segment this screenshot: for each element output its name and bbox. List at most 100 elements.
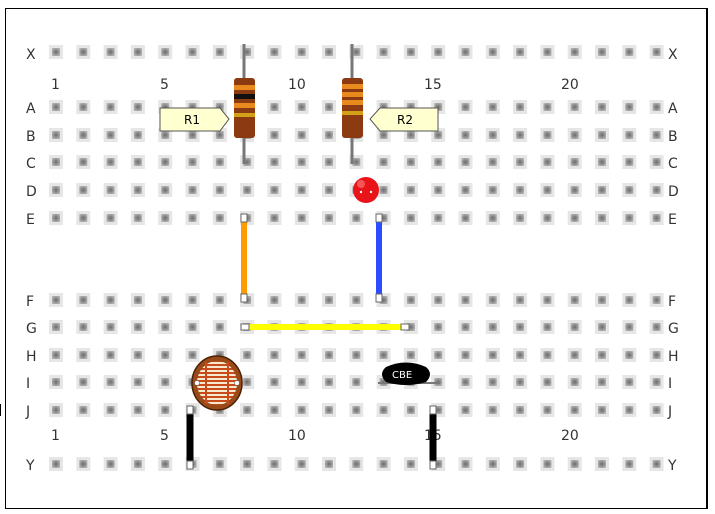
- breadboard-hole-socket: [598, 406, 606, 414]
- column-numbers-top: 1 5 10 15 20: [51, 77, 579, 93]
- breadboard-hole-socket: [297, 214, 306, 222]
- breadboard-hole-socket: [188, 186, 197, 194]
- breadboard-hole-socket: [133, 186, 142, 194]
- breadboard-hole-socket: [215, 214, 224, 222]
- transistor-cbe[interactable]: CBE: [378, 362, 440, 386]
- breadboard-hole-socket: [379, 406, 388, 414]
- breadboard-hole-socket: [297, 131, 306, 139]
- breadboard-hole-socket: [161, 351, 170, 359]
- breadboard-hole-socket: [516, 378, 525, 386]
- breadboard-hole-socket: [652, 186, 661, 194]
- breadboard-hole-socket: [406, 48, 415, 56]
- breadboard-hole-socket: [434, 131, 443, 139]
- r1-band-3: [234, 103, 255, 108]
- breadboard-hole-socket: [461, 351, 470, 359]
- breadboard-hole-socket: [297, 158, 306, 166]
- breadboard-hole-socket: [106, 460, 115, 468]
- breadboard-hole-socket: [133, 296, 142, 304]
- breadboard-hole-socket: [106, 158, 115, 166]
- breadboard-hole-socket: [461, 296, 470, 304]
- breadboard-hole-socket: [652, 378, 661, 386]
- breadboard-hole-socket: [625, 131, 634, 139]
- breadboard-hole-socket: [188, 103, 197, 111]
- breadboard-hole-socket: [133, 378, 142, 386]
- wire-yellow[interactable]: [240, 323, 410, 331]
- row-label-x-right: X: [668, 47, 678, 63]
- breadboard-hole-socket: [461, 186, 470, 194]
- breadboard-hole-socket: [325, 186, 333, 194]
- breadboard-hole-socket: [52, 48, 60, 56]
- r2-band-3: [342, 100, 363, 105]
- breadboard-hole-socket: [352, 378, 361, 386]
- breadboard-hole-socket: [270, 48, 279, 56]
- breadboard-hole-socket: [543, 186, 552, 194]
- breadboard-hole-socket: [570, 378, 579, 386]
- breadboard-hole-socket: [297, 351, 306, 359]
- breadboard-hole-socket: [52, 296, 60, 304]
- breadboard-hole-socket: [270, 296, 279, 304]
- breadboard-hole-socket: [133, 214, 142, 222]
- row-label-y-right: Y: [667, 458, 677, 474]
- breadboard-hole-socket: [516, 351, 525, 359]
- breadboard-hole-socket: [652, 214, 661, 222]
- breadboard-hole-socket: [598, 158, 606, 166]
- r2-label-tag: R2: [369, 107, 439, 132]
- breadboard-hole-socket: [461, 323, 470, 331]
- r2-band-1: [342, 84, 363, 89]
- breadboard-hole-socket: [652, 131, 661, 139]
- breadboard-hole-socket: [379, 48, 388, 56]
- wire-orange[interactable]: [240, 213, 248, 303]
- row-labels-left: X A B C D E F G H I J Y: [25, 47, 37, 474]
- breadboard-hole-socket: [161, 186, 170, 194]
- breadboard-hole-socket: [406, 186, 415, 194]
- breadboard-hole-socket: [161, 323, 170, 331]
- breadboard-hole-socket: [461, 214, 470, 222]
- breadboard-hole-socket: [543, 378, 552, 386]
- breadboard-hole-socket: [161, 214, 170, 222]
- breadboard-hole-socket: [434, 158, 443, 166]
- breadboard-hole-socket: [243, 351, 252, 359]
- breadboard-hole-socket: [488, 48, 497, 56]
- breadboard-hole-socket: [625, 103, 634, 111]
- breadboard-hole-socket: [461, 103, 470, 111]
- led-red[interactable]: [353, 177, 379, 203]
- ldr-sensor[interactable]: [191, 355, 243, 411]
- breadboard-hole-socket: [188, 323, 197, 331]
- breadboard-hole-socket: [652, 460, 661, 468]
- breadboard-hole-socket: [652, 323, 661, 331]
- breadboard-hole-socket: [325, 214, 333, 222]
- breadboard-hole-socket: [570, 103, 579, 111]
- row-label-y: Y: [25, 458, 35, 474]
- resistor-r1[interactable]: [234, 44, 255, 164]
- window-edge-mark: [0, 404, 5, 416]
- wire-black-left[interactable]: [186, 405, 194, 470]
- breadboard-hole-socket: [516, 158, 525, 166]
- breadboard-hole-socket: [352, 48, 361, 56]
- row-label-i-right: I: [668, 376, 672, 392]
- breadboard-hole-socket: [434, 103, 443, 111]
- breadboard-hole-socket: [406, 214, 415, 222]
- breadboard-hole-socket: [325, 460, 333, 468]
- breadboard-hole-socket: [379, 186, 388, 194]
- r2-band-4: [342, 111, 363, 115]
- row-label-e: E: [26, 212, 35, 228]
- wire-blue[interactable]: [375, 213, 383, 303]
- breadboard-hole-socket: [598, 323, 606, 331]
- breadboard-hole-socket: [106, 186, 115, 194]
- breadboard-hole-socket: [652, 158, 661, 166]
- wire-black-right[interactable]: [429, 405, 437, 470]
- breadboard-hole-socket: [543, 406, 552, 414]
- breadboard-hole-socket: [488, 186, 497, 194]
- breadboard-hole-socket: [598, 351, 606, 359]
- breadboard-hole-socket: [79, 103, 88, 111]
- breadboard-hole-socket: [516, 186, 525, 194]
- breadboard-hole-socket: [570, 214, 579, 222]
- breadboard-hole-socket: [79, 460, 88, 468]
- resistor-r2[interactable]: [342, 44, 363, 164]
- breadboard-hole-socket: [270, 131, 279, 139]
- breadboard-hole-socket: [79, 158, 88, 166]
- breadboard-hole-socket: [352, 296, 361, 304]
- row-label-d-right: D: [668, 184, 679, 200]
- breadboard-hole-socket: [243, 406, 252, 414]
- col-number-5-bottom: 5: [160, 428, 169, 444]
